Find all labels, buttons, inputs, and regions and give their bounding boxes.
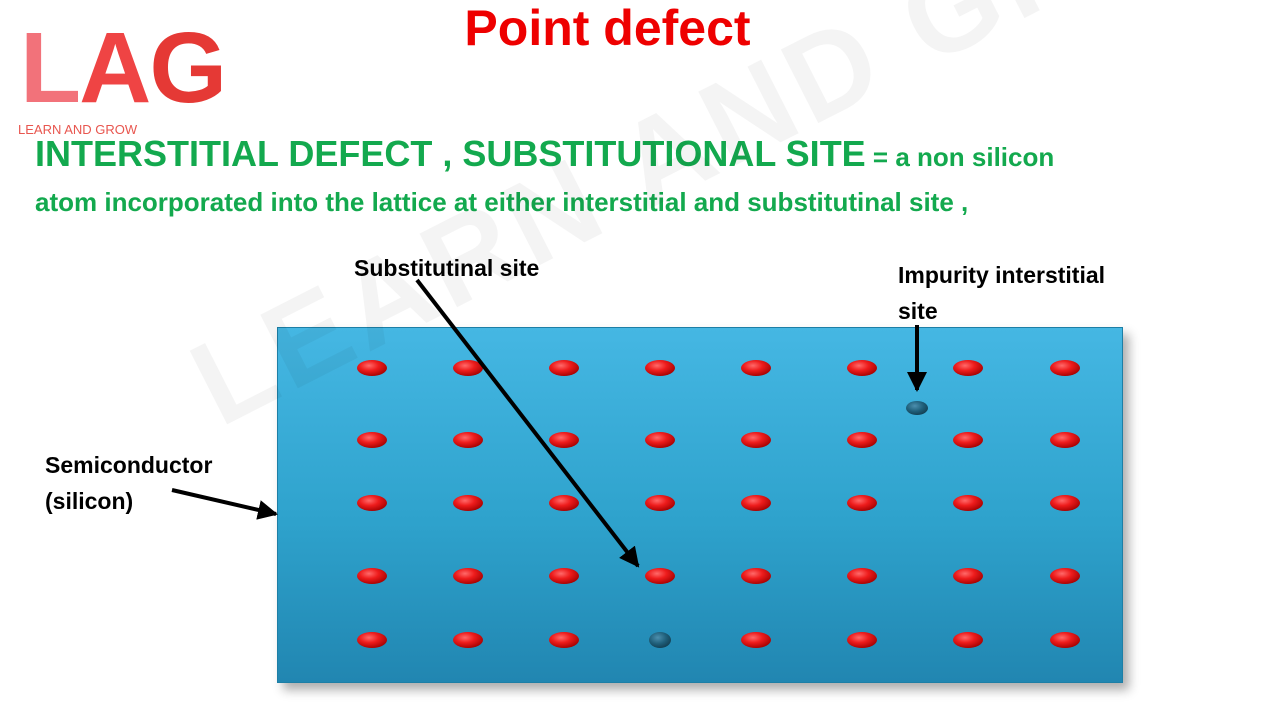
silicon-atom (953, 568, 983, 584)
silicon-atom (1050, 432, 1080, 448)
silicon-atom (549, 568, 579, 584)
silicon-atom (645, 360, 675, 376)
logo-letter-g: G (149, 12, 227, 124)
silicon-atom (741, 568, 771, 584)
silicon-atom (741, 360, 771, 376)
silicon-atom (847, 432, 877, 448)
silicon-atom (1050, 568, 1080, 584)
substitutional-impurity-atom (649, 632, 671, 648)
silicon-atom (357, 632, 387, 648)
silicon-atom (357, 568, 387, 584)
pointer-arrows (171, 278, 927, 568)
silicon-atom (645, 568, 675, 584)
definition-part-2: atom incorporated into the lattice at ei… (35, 187, 969, 217)
silicon-atom (847, 360, 877, 376)
logo-letter-a: A (79, 12, 151, 124)
substitutional-site-label: Substitutinal site (354, 255, 540, 281)
silicon-atom (357, 432, 387, 448)
silicon-atom (453, 495, 483, 511)
silicon-atom (453, 360, 483, 376)
silicon-atom (549, 632, 579, 648)
semiconductor-arrow (171, 488, 278, 520)
lag-logo: LAG LEARN AND GROW (18, 18, 227, 144)
silicon-atom (1050, 360, 1080, 376)
definition-part-1: = a non silicon (865, 142, 1055, 172)
logo-letters: LAG (20, 18, 227, 118)
impurity-label-line-1: Impurity interstitial (898, 262, 1106, 288)
silicon-atom (847, 568, 877, 584)
silicon-atom (453, 568, 483, 584)
semiconductor-label: Semiconductor (silicon) (45, 447, 212, 519)
silicon-atom (953, 360, 983, 376)
silicon-atom (847, 495, 877, 511)
silicon-atom (741, 632, 771, 648)
silicon-atom (453, 632, 483, 648)
interstitial-impurity-atom (906, 401, 928, 415)
impurity-interstitial-label: Impurity interstitial site (898, 257, 1105, 329)
silicon-atom (847, 632, 877, 648)
heading-line-1: INTERSTITIAL DEFECT , SUBSTITUTIONAL SIT… (35, 132, 1054, 179)
logo-letter-l: L (20, 12, 81, 124)
impurity-label-line-2: site (898, 298, 938, 324)
silicon-atom (453, 432, 483, 448)
semiconductor-label-line-1: Semiconductor (45, 452, 213, 478)
silicon-atom (645, 495, 675, 511)
silicon-atom (645, 432, 675, 448)
substitutional-site-arrow (415, 278, 640, 568)
silicon-atom (953, 632, 983, 648)
defect-term: INTERSTITIAL DEFECT , SUBSTITUTIONAL SIT… (35, 133, 866, 174)
logo-tagline: LEARN AND GROW (18, 122, 138, 137)
semiconductor-label-line-2: (silicon) (45, 488, 134, 514)
silicon-atom (1050, 495, 1080, 511)
silicon-atom (549, 360, 579, 376)
silicon-atom (549, 432, 579, 448)
silicon-atom (953, 432, 983, 448)
silicon-atom (1050, 632, 1080, 648)
silicon-atom (549, 495, 579, 511)
silicon-atom (357, 495, 387, 511)
silicon-atom (741, 432, 771, 448)
silicon-atom (357, 360, 387, 376)
silicon-atom (953, 495, 983, 511)
lattice-atoms (357, 360, 1080, 648)
slide-title: Point defect (464, 0, 751, 56)
silicon-atom (741, 495, 771, 511)
